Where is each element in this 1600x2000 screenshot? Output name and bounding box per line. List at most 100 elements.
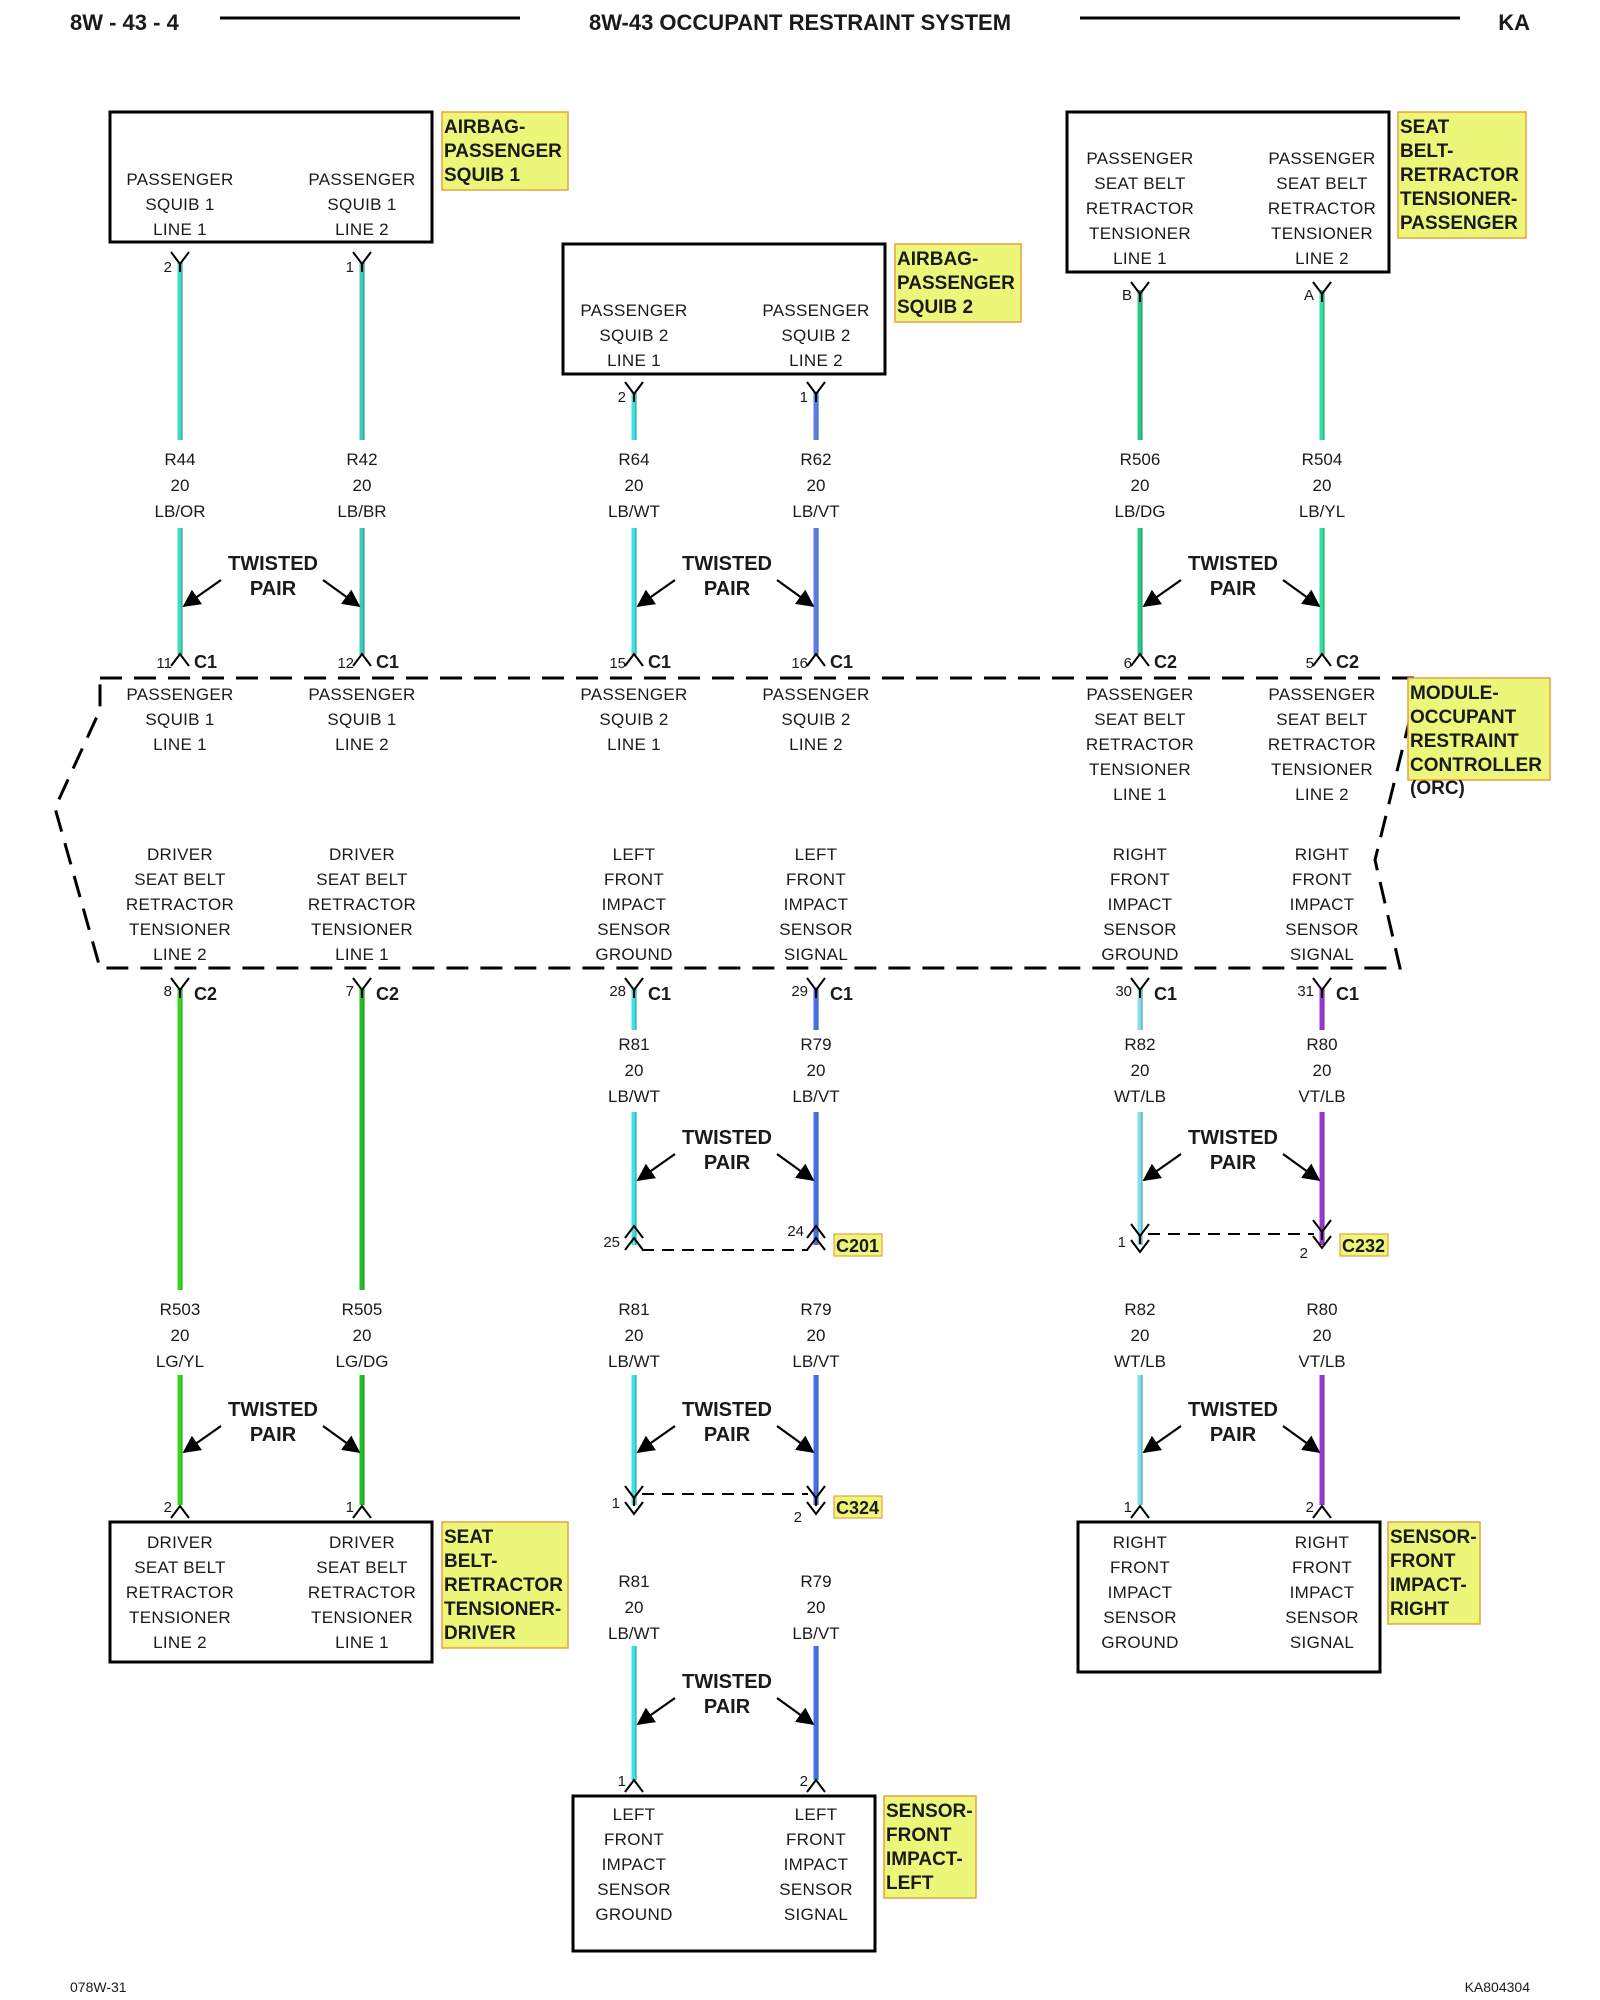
wire-gauge-r505: 20 xyxy=(353,1326,372,1345)
twisted-pair-label: PAIR xyxy=(1210,1424,1257,1446)
orc-top-pin: 11 xyxy=(156,655,172,672)
wire-circuit-r503: R503 xyxy=(160,1300,201,1319)
wire-color-r79: LB/VT xyxy=(792,1624,839,1643)
airbag_squib1-label-box xyxy=(441,111,569,191)
orc-top-connector: C1 xyxy=(830,652,853,672)
pin-sr_l: 1 xyxy=(1124,1499,1132,1516)
orc-top-4-line: TENSIONER xyxy=(1089,760,1191,779)
footer-left: 078W-31 xyxy=(70,1979,127,1995)
sr-left-line: SENSOR xyxy=(1103,1608,1177,1627)
page-id: 8W - 43 - 4 xyxy=(70,10,180,35)
wire-circuit-r79: R79 xyxy=(800,1572,831,1591)
connector-symbol xyxy=(1312,1235,1332,1250)
airbag_squib1-label-text: AIRBAG- xyxy=(444,117,525,138)
sbp-right-line: LINE 2 xyxy=(1295,249,1349,268)
sensor_left-label-box xyxy=(883,1795,977,1899)
connector-symbol xyxy=(624,1778,644,1793)
seatbelt_passenger-label-box xyxy=(1397,111,1527,239)
wire-circuit-r44: R44 xyxy=(164,450,195,469)
orc-top-5-line: RETRACTOR xyxy=(1268,735,1376,754)
squib2-right-line: PASSENGER xyxy=(762,301,869,320)
seatbelt_driver-label-text: DRIVER xyxy=(444,1623,516,1644)
airbag_squib2-label-text: AIRBAG- xyxy=(897,249,978,270)
orc-bottom-2-line: SENSOR xyxy=(597,920,671,939)
twisted-pair-arrow xyxy=(776,1425,815,1454)
orc-bottom-4-line: RIGHT xyxy=(1113,845,1167,864)
wire-color-r80: VT/LB xyxy=(1298,1087,1345,1106)
sr-right-line: SIGNAL xyxy=(1290,1633,1354,1652)
wire-circuit-r80: R80 xyxy=(1306,1035,1337,1054)
sl-right-line: IMPACT xyxy=(784,1855,849,1874)
wire-color-r81: LB/WT xyxy=(608,1352,660,1371)
orc-label-box xyxy=(1407,677,1551,781)
twisted-pair-label: TWISTED xyxy=(228,1399,318,1421)
orc-bottom-1-line: RETRACTOR xyxy=(308,895,416,914)
sbd-left-line: DRIVER xyxy=(147,1533,213,1552)
orc-bottom-3-line: SENSOR xyxy=(779,920,853,939)
sr-right-line: SENSOR xyxy=(1285,1608,1359,1627)
seatbelt_passenger-label-text: TENSIONER- xyxy=(1400,189,1517,210)
twisted-pair-arrow xyxy=(776,1697,815,1726)
orc-label-text: OCCUPANT xyxy=(1410,707,1517,728)
connector-symbol xyxy=(806,1224,826,1239)
sbd-left-line: RETRACTOR xyxy=(126,1583,234,1602)
sensor_left-label-text: IMPACT- xyxy=(886,1849,963,1870)
twisted-pair-arrow xyxy=(322,1425,361,1454)
orc-bottom-5-line: IMPACT xyxy=(1290,895,1355,914)
orc-label-text: RESTRAINT xyxy=(1410,731,1519,752)
wire-gauge-r80: 20 xyxy=(1313,1326,1332,1345)
orc-top-4-line: SEAT BELT xyxy=(1094,710,1186,729)
wire-gauge-r79: 20 xyxy=(807,1061,826,1080)
orc-top-4-line: LINE 1 xyxy=(1113,785,1167,804)
airbag_squib1-label-text: SQUIB 1 xyxy=(444,165,520,186)
wire-gauge-r81: 20 xyxy=(625,1061,644,1080)
sbd-right-line: RETRACTOR xyxy=(308,1583,416,1602)
wire-color-r81: LB/WT xyxy=(608,1087,660,1106)
page-header: 8W - 43 - 4 8W-43 OCCUPANT RESTRAINT SYS… xyxy=(70,10,1530,35)
seatbelt_passenger-label-text: PASSENGER xyxy=(1400,213,1518,234)
wire-color-r82: WT/LB xyxy=(1114,1087,1166,1106)
twisted-pair-label: TWISTED xyxy=(682,1671,772,1693)
pin-sq1_r: 1 xyxy=(346,259,354,276)
orc-top-pin: 12 xyxy=(337,655,354,672)
sr-right-line: FRONT xyxy=(1292,1558,1352,1577)
c201-label-box xyxy=(833,1233,883,1257)
wire-gauge-r81: 20 xyxy=(625,1598,644,1617)
orc-bottom-0-line: SEAT BELT xyxy=(134,870,226,889)
orc-label-text: CONTROLLER xyxy=(1410,755,1542,776)
twisted-pair-label: TWISTED xyxy=(682,1127,772,1149)
orc-top-3-line: PASSENGER xyxy=(762,685,869,704)
airbag_squib2-label-text: PASSENGER xyxy=(897,273,1015,294)
twisted-pair-arrow xyxy=(636,579,676,608)
orc-top-0-line: SQUIB 1 xyxy=(145,710,214,729)
sr-left-line: GROUND xyxy=(1101,1633,1178,1652)
wire-color-r79: LB/VT xyxy=(792,1352,839,1371)
wire-color-r81: LB/WT xyxy=(608,1624,660,1643)
orc-top-connector: C1 xyxy=(194,652,217,672)
orc-bottom-3-line: IMPACT xyxy=(784,895,849,914)
wire-color-r79: LB/VT xyxy=(792,1087,839,1106)
orc-bottom-1-line: TENSIONER xyxy=(311,920,413,939)
wire-circuit-r64: R64 xyxy=(618,450,649,469)
page-code: KA xyxy=(1498,10,1530,35)
component-sensor-left: LEFTFRONTIMPACTSENSORGROUNDLEFTFRONTIMPA… xyxy=(571,1794,877,1953)
wire-color-r503: LG/YL xyxy=(156,1352,204,1371)
wire-gauge-r79: 20 xyxy=(807,1326,826,1345)
connector-symbol xyxy=(1130,652,1150,667)
sbp-right-line: RETRACTOR xyxy=(1268,199,1376,218)
orc-bottom-2-line: GROUND xyxy=(595,945,672,964)
wire-gauge-r504: 20 xyxy=(1313,476,1332,495)
pin-sq1_l: 2 xyxy=(164,259,172,276)
orc-bottom-0-line: LINE 2 xyxy=(153,945,207,964)
sl-right-line: LEFT xyxy=(795,1805,838,1824)
squib1-left-line: PASSENGER xyxy=(126,170,233,189)
orc-bottom-2-line: FRONT xyxy=(604,870,664,889)
sbd-right-line: LINE 1 xyxy=(335,1633,389,1652)
orc-bottom-pin: 7 xyxy=(346,983,354,1000)
twisted-pair-arrow xyxy=(776,579,815,608)
wire-color-r506: LB/DG xyxy=(1114,502,1165,521)
orc-bottom-pin: 28 xyxy=(609,983,626,1000)
orc-top-pin: 5 xyxy=(1306,655,1314,672)
twisted-pair-arrow xyxy=(182,579,222,608)
orc-label-text: MODULE- xyxy=(1410,683,1499,704)
